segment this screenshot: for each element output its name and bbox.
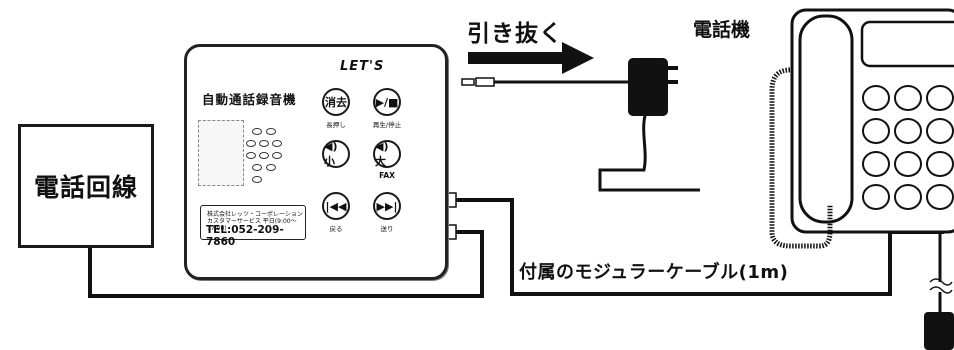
phone-line-box: 電話回線 bbox=[18, 124, 154, 248]
plate-service: カスタマーサービス 平日(9:00～17:00) bbox=[207, 218, 297, 232]
adapter-prong-2 bbox=[668, 80, 678, 84]
unplug-arrow-head bbox=[562, 42, 594, 74]
coiled-cord bbox=[769, 67, 833, 249]
forward-icon: ▶▶| bbox=[376, 199, 398, 213]
play-stop-button-caption: 再生/停止 bbox=[372, 121, 402, 129]
phone-line-cable bbox=[88, 230, 484, 298]
delete-button-icon: 消去 bbox=[325, 96, 347, 109]
telephone-keypad bbox=[862, 85, 954, 210]
rewind-icon: |◀◀ bbox=[325, 199, 347, 213]
support-label-plate: 株式会社レッツ・コーポレーション カスタマーサービス 平日(9:00～17:00… bbox=[200, 205, 306, 248]
brand-logo: LET'S bbox=[340, 59, 385, 74]
line-jack bbox=[447, 192, 457, 208]
adapter-prong-1 bbox=[668, 66, 678, 70]
volume-up-button[interactable]: ◀)大 bbox=[373, 140, 401, 168]
wavy-break-2 bbox=[929, 286, 953, 294]
rewind-button[interactable]: |◀◀ bbox=[322, 192, 350, 220]
volume-down-icon: ◀)小 bbox=[324, 139, 338, 168]
volume-up-icon: ◀)大 bbox=[375, 139, 389, 168]
phone-line-label: 電話回線 bbox=[33, 173, 138, 202]
dc-plug-tip bbox=[475, 77, 495, 87]
unplug-arrow-shaft bbox=[468, 52, 564, 64]
plate-tel: TEL:052-209-7860 bbox=[206, 224, 284, 248]
modular-cable-label: 付属のモジュラーケーブル(1m) bbox=[519, 262, 789, 283]
delete-button-caption: 長押し bbox=[326, 121, 346, 129]
telephone-label: 電話機 bbox=[693, 19, 751, 41]
play-stop-icon: ▶/■ bbox=[375, 95, 399, 109]
unplug-label: 引き抜く bbox=[467, 21, 563, 47]
recorder-device bbox=[184, 44, 448, 280]
wavy-break-1 bbox=[929, 278, 953, 286]
delete-button[interactable]: 消去 bbox=[322, 88, 350, 116]
play-stop-button[interactable]: ▶/■ bbox=[373, 88, 401, 116]
plate-company: 株式会社レッツ・コーポレーション bbox=[207, 211, 303, 218]
fax-caption: FAX bbox=[379, 171, 395, 180]
adapter-cord-lower bbox=[598, 111, 700, 192]
speaker-grille bbox=[246, 124, 286, 188]
forward-button[interactable]: ▶▶| bbox=[373, 192, 401, 220]
phone-adapter bbox=[924, 312, 954, 350]
rewind-button-caption: 戻る bbox=[329, 225, 343, 233]
volume-down-button[interactable]: ◀)小 bbox=[322, 140, 350, 168]
dc-jack bbox=[461, 78, 475, 86]
device-display bbox=[198, 120, 244, 186]
telephone-display bbox=[860, 20, 954, 68]
telephone-handset bbox=[798, 14, 854, 224]
ac-adapter bbox=[628, 58, 668, 116]
forward-button-caption: 送り bbox=[380, 225, 394, 233]
tel-jack bbox=[447, 224, 457, 240]
device-title: 自動通話録音機 bbox=[202, 92, 297, 107]
